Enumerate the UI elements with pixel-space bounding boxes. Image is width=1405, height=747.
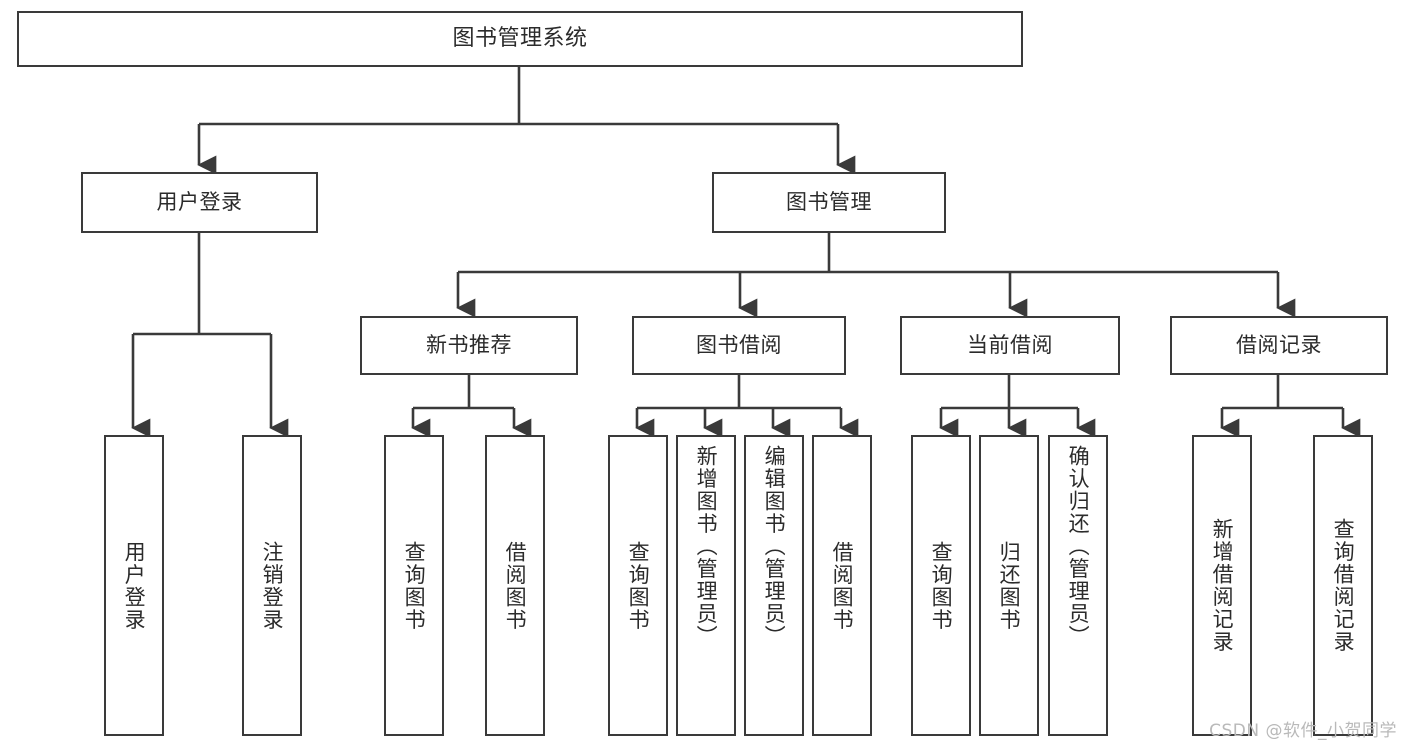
leaf-label: 新增图书（管理员）: [694, 445, 719, 648]
leaf-label: 注销登录: [260, 540, 285, 631]
leaf-edit-book-admin[interactable]: 编辑图书（管理员）: [744, 435, 804, 736]
node-label: 图书借阅: [696, 333, 782, 358]
leaf-query-book-borrow[interactable]: 查询图书: [608, 435, 668, 736]
node-root-system[interactable]: 图书管理系统: [17, 11, 1023, 67]
node-label: 图书管理: [786, 190, 872, 215]
node-new-book-recommend[interactable]: 新书推荐: [360, 316, 578, 375]
leaf-label: 新增借阅记录: [1210, 518, 1235, 653]
leaf-query-book-recommend[interactable]: 查询图书: [384, 435, 444, 736]
leaf-label: 用户登录: [122, 540, 147, 631]
node-user-login[interactable]: 用户登录: [81, 172, 318, 233]
leaf-label: 借阅图书: [503, 540, 528, 631]
leaf-label: 归还图书: [997, 540, 1022, 631]
node-borrow-record[interactable]: 借阅记录: [1170, 316, 1388, 375]
leaf-add-book-admin[interactable]: 新增图书（管理员）: [676, 435, 736, 736]
leaf-label: 查询图书: [929, 540, 954, 631]
leaf-label: 查询图书: [626, 540, 651, 631]
leaf-query-book-current[interactable]: 查询图书: [911, 435, 971, 736]
node-book-borrow[interactable]: 图书借阅: [632, 316, 846, 375]
leaf-return-book[interactable]: 归还图书: [979, 435, 1039, 736]
node-current-borrow[interactable]: 当前借阅: [900, 316, 1120, 375]
leaf-label: 查询图书: [402, 540, 427, 631]
leaf-logout-login[interactable]: 注销登录: [242, 435, 302, 736]
leaf-label: 查询借阅记录: [1331, 518, 1356, 653]
leaf-label: 借阅图书: [830, 540, 855, 631]
node-label: 用户登录: [156, 190, 243, 215]
leaf-confirm-return-admin[interactable]: 确认归还（管理员）: [1048, 435, 1108, 736]
leaf-query-borrow-record[interactable]: 查询借阅记录: [1313, 435, 1373, 736]
leaf-label: 编辑图书（管理员）: [762, 445, 787, 648]
leaf-user-login[interactable]: 用户登录: [104, 435, 164, 736]
node-book-management[interactable]: 图书管理: [712, 172, 946, 233]
leaf-borrow-book-recommend[interactable]: 借阅图书: [485, 435, 545, 736]
leaf-borrow-book-borrow[interactable]: 借阅图书: [812, 435, 872, 736]
node-label: 当前借阅: [967, 333, 1053, 358]
leaf-add-borrow-record[interactable]: 新增借阅记录: [1192, 435, 1252, 736]
node-label: 图书管理系统: [452, 26, 588, 52]
leaf-label: 确认归还（管理员）: [1066, 445, 1091, 648]
node-label: 借阅记录: [1236, 333, 1322, 358]
watermark-text: CSDN @软件_小贺同学: [1209, 721, 1397, 741]
node-label: 新书推荐: [426, 333, 512, 358]
